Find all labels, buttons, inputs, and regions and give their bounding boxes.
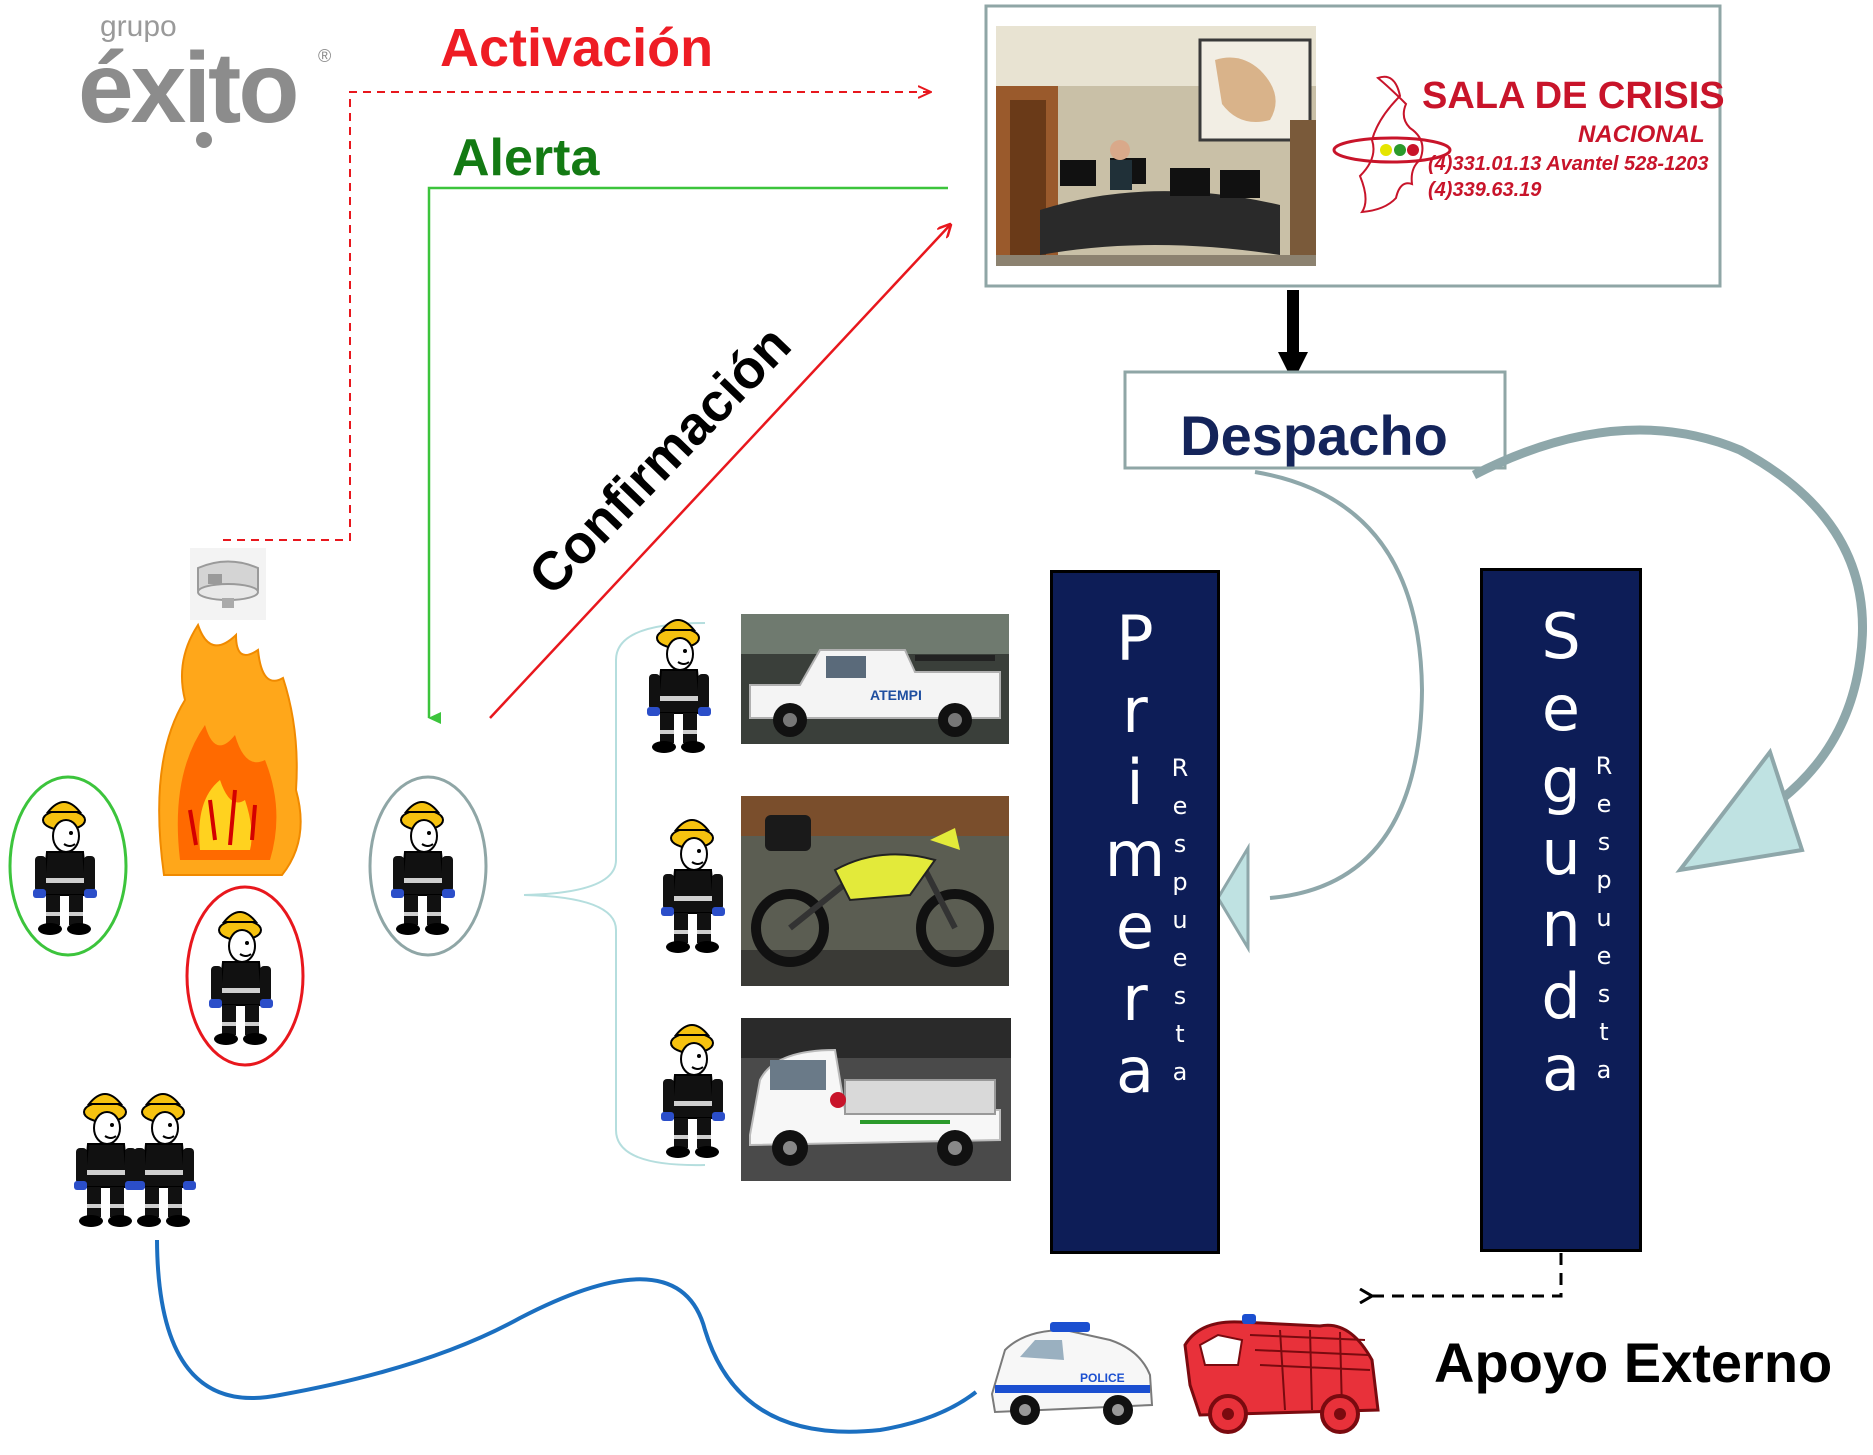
response-letter: S — [1541, 600, 1581, 673]
response-letter: i — [1126, 746, 1144, 819]
firefighter-brigade-2-icon — [131, 1093, 197, 1228]
response-letter: s — [1173, 830, 1187, 858]
activation-arrow — [223, 92, 930, 541]
logo-brand-text: éxito — [78, 32, 296, 144]
crisis-room-title: SALA DE CRISIS — [1422, 75, 1725, 117]
response-letter: t — [1599, 1018, 1609, 1046]
response-letter: r — [1122, 674, 1148, 747]
response-letter: d — [1541, 960, 1581, 1033]
smoke-detector-icon — [190, 548, 266, 620]
svg-text:POLICE: POLICE — [1080, 1371, 1125, 1385]
dispatch-to-first-arrow — [1216, 470, 1425, 954]
crisis-room-box: SALA DE CRISIS NACIONAL (4)331.01.13 Ava… — [984, 4, 1725, 288]
firefighter-vehicle-2-icon — [660, 819, 726, 954]
response-letter: m — [1104, 818, 1166, 891]
response-letter: u — [1596, 904, 1612, 932]
office-photo — [996, 26, 1316, 266]
exito-logo: grupo éxito ® — [78, 10, 331, 148]
external-to-brigade-line — [155, 1239, 978, 1434]
response-letter: g — [1541, 744, 1581, 817]
response-letter: u — [1541, 816, 1581, 889]
response-letter: R — [1171, 754, 1189, 782]
vehicle-bracket — [523, 622, 706, 1167]
response-letter: r — [1122, 962, 1148, 1035]
response-letter: a — [1542, 1032, 1580, 1105]
confirmation-arrow — [489, 225, 950, 719]
second-to-external-arrow — [1372, 1253, 1563, 1296]
crisis-room-phone-2: (4)339.63.19 — [1428, 179, 1542, 201]
response-letter: p — [1596, 866, 1612, 894]
response-letter: a — [1596, 1056, 1612, 1084]
pickup-logo-text: ATEMPI — [870, 687, 922, 703]
alert-label: Alerta — [452, 129, 600, 187]
dispatch-to-second-arrow — [1471, 425, 1867, 873]
vehicle-utility-truck-photo — [741, 1018, 1011, 1181]
response-letter: e — [1172, 792, 1188, 820]
response-letter: s — [1173, 982, 1187, 1010]
response-letter: a — [1172, 1058, 1188, 1086]
response-letter: p — [1172, 868, 1188, 896]
dispatch-label: Despacho — [1180, 404, 1448, 467]
vehicle-pickup-photo: ATEMPI — [741, 614, 1009, 744]
confirmation-label: Confirmación — [517, 314, 802, 606]
firefighter-brigade-1-icon — [73, 1093, 139, 1228]
colombia-map-icon — [1332, 75, 1452, 214]
response-letter: s — [1597, 828, 1611, 856]
alert-arrow — [427, 186, 948, 724]
down-arrow — [1278, 290, 1308, 382]
external-support-label: Apoyo Externo — [1434, 1331, 1832, 1394]
response-letter: n — [1541, 888, 1581, 961]
response-letter: e — [1115, 890, 1155, 963]
response-letter: e — [1596, 942, 1612, 970]
police-car-icon: POLICE — [990, 1322, 1154, 1425]
firefighter-vehicle-1-icon — [646, 619, 712, 754]
fire-icon — [158, 622, 302, 876]
response-letter: e — [1541, 672, 1581, 745]
activation-label: Activación — [440, 18, 713, 78]
response-letter: a — [1116, 1034, 1154, 1107]
response-letter: e — [1172, 944, 1188, 972]
response-letter: s — [1597, 980, 1611, 1008]
logo-small-text: grupo — [100, 10, 177, 43]
response-letter: t — [1175, 1020, 1185, 1048]
vehicle-motorcycle-photo — [741, 796, 1009, 986]
response-letter: P — [1116, 602, 1154, 675]
crisis-room-subtitle: NACIONAL — [1578, 121, 1705, 148]
firefighter-vehicle-3-icon — [660, 1024, 726, 1159]
response-letter: e — [1596, 790, 1612, 818]
dispatch-box — [1123, 370, 1507, 470]
response-letter: R — [1595, 752, 1613, 780]
logo-mark: ® — [318, 46, 331, 66]
response-letter: u — [1172, 906, 1188, 934]
fire-truck-icon — [1183, 1314, 1380, 1434]
crisis-room-phone-1: (4)331.01.13 Avantel 528-1203 — [1428, 153, 1709, 175]
